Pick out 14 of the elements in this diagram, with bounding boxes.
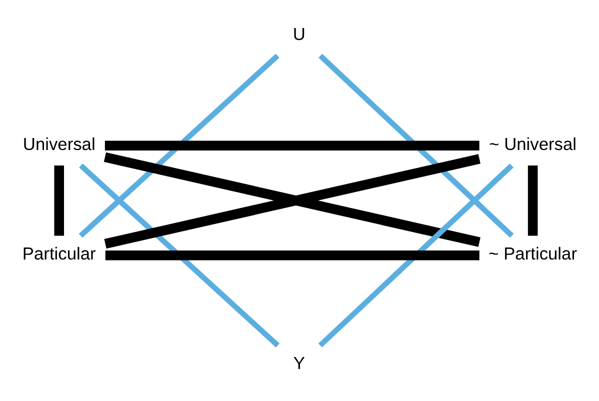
connector [105,250,480,260]
connector [528,165,538,236]
node-text: ~ Particular [488,243,578,264]
connector [78,54,280,238]
connector [318,54,514,238]
connector [104,140,480,151]
node-text: Particular [22,243,96,264]
connector [79,164,280,348]
node-text: Y [293,353,306,374]
connector [318,164,514,348]
node-text: ~ Universal [489,134,577,154]
node-text: Universal [22,134,96,154]
node-text: U [292,24,306,44]
connector [54,165,64,236]
